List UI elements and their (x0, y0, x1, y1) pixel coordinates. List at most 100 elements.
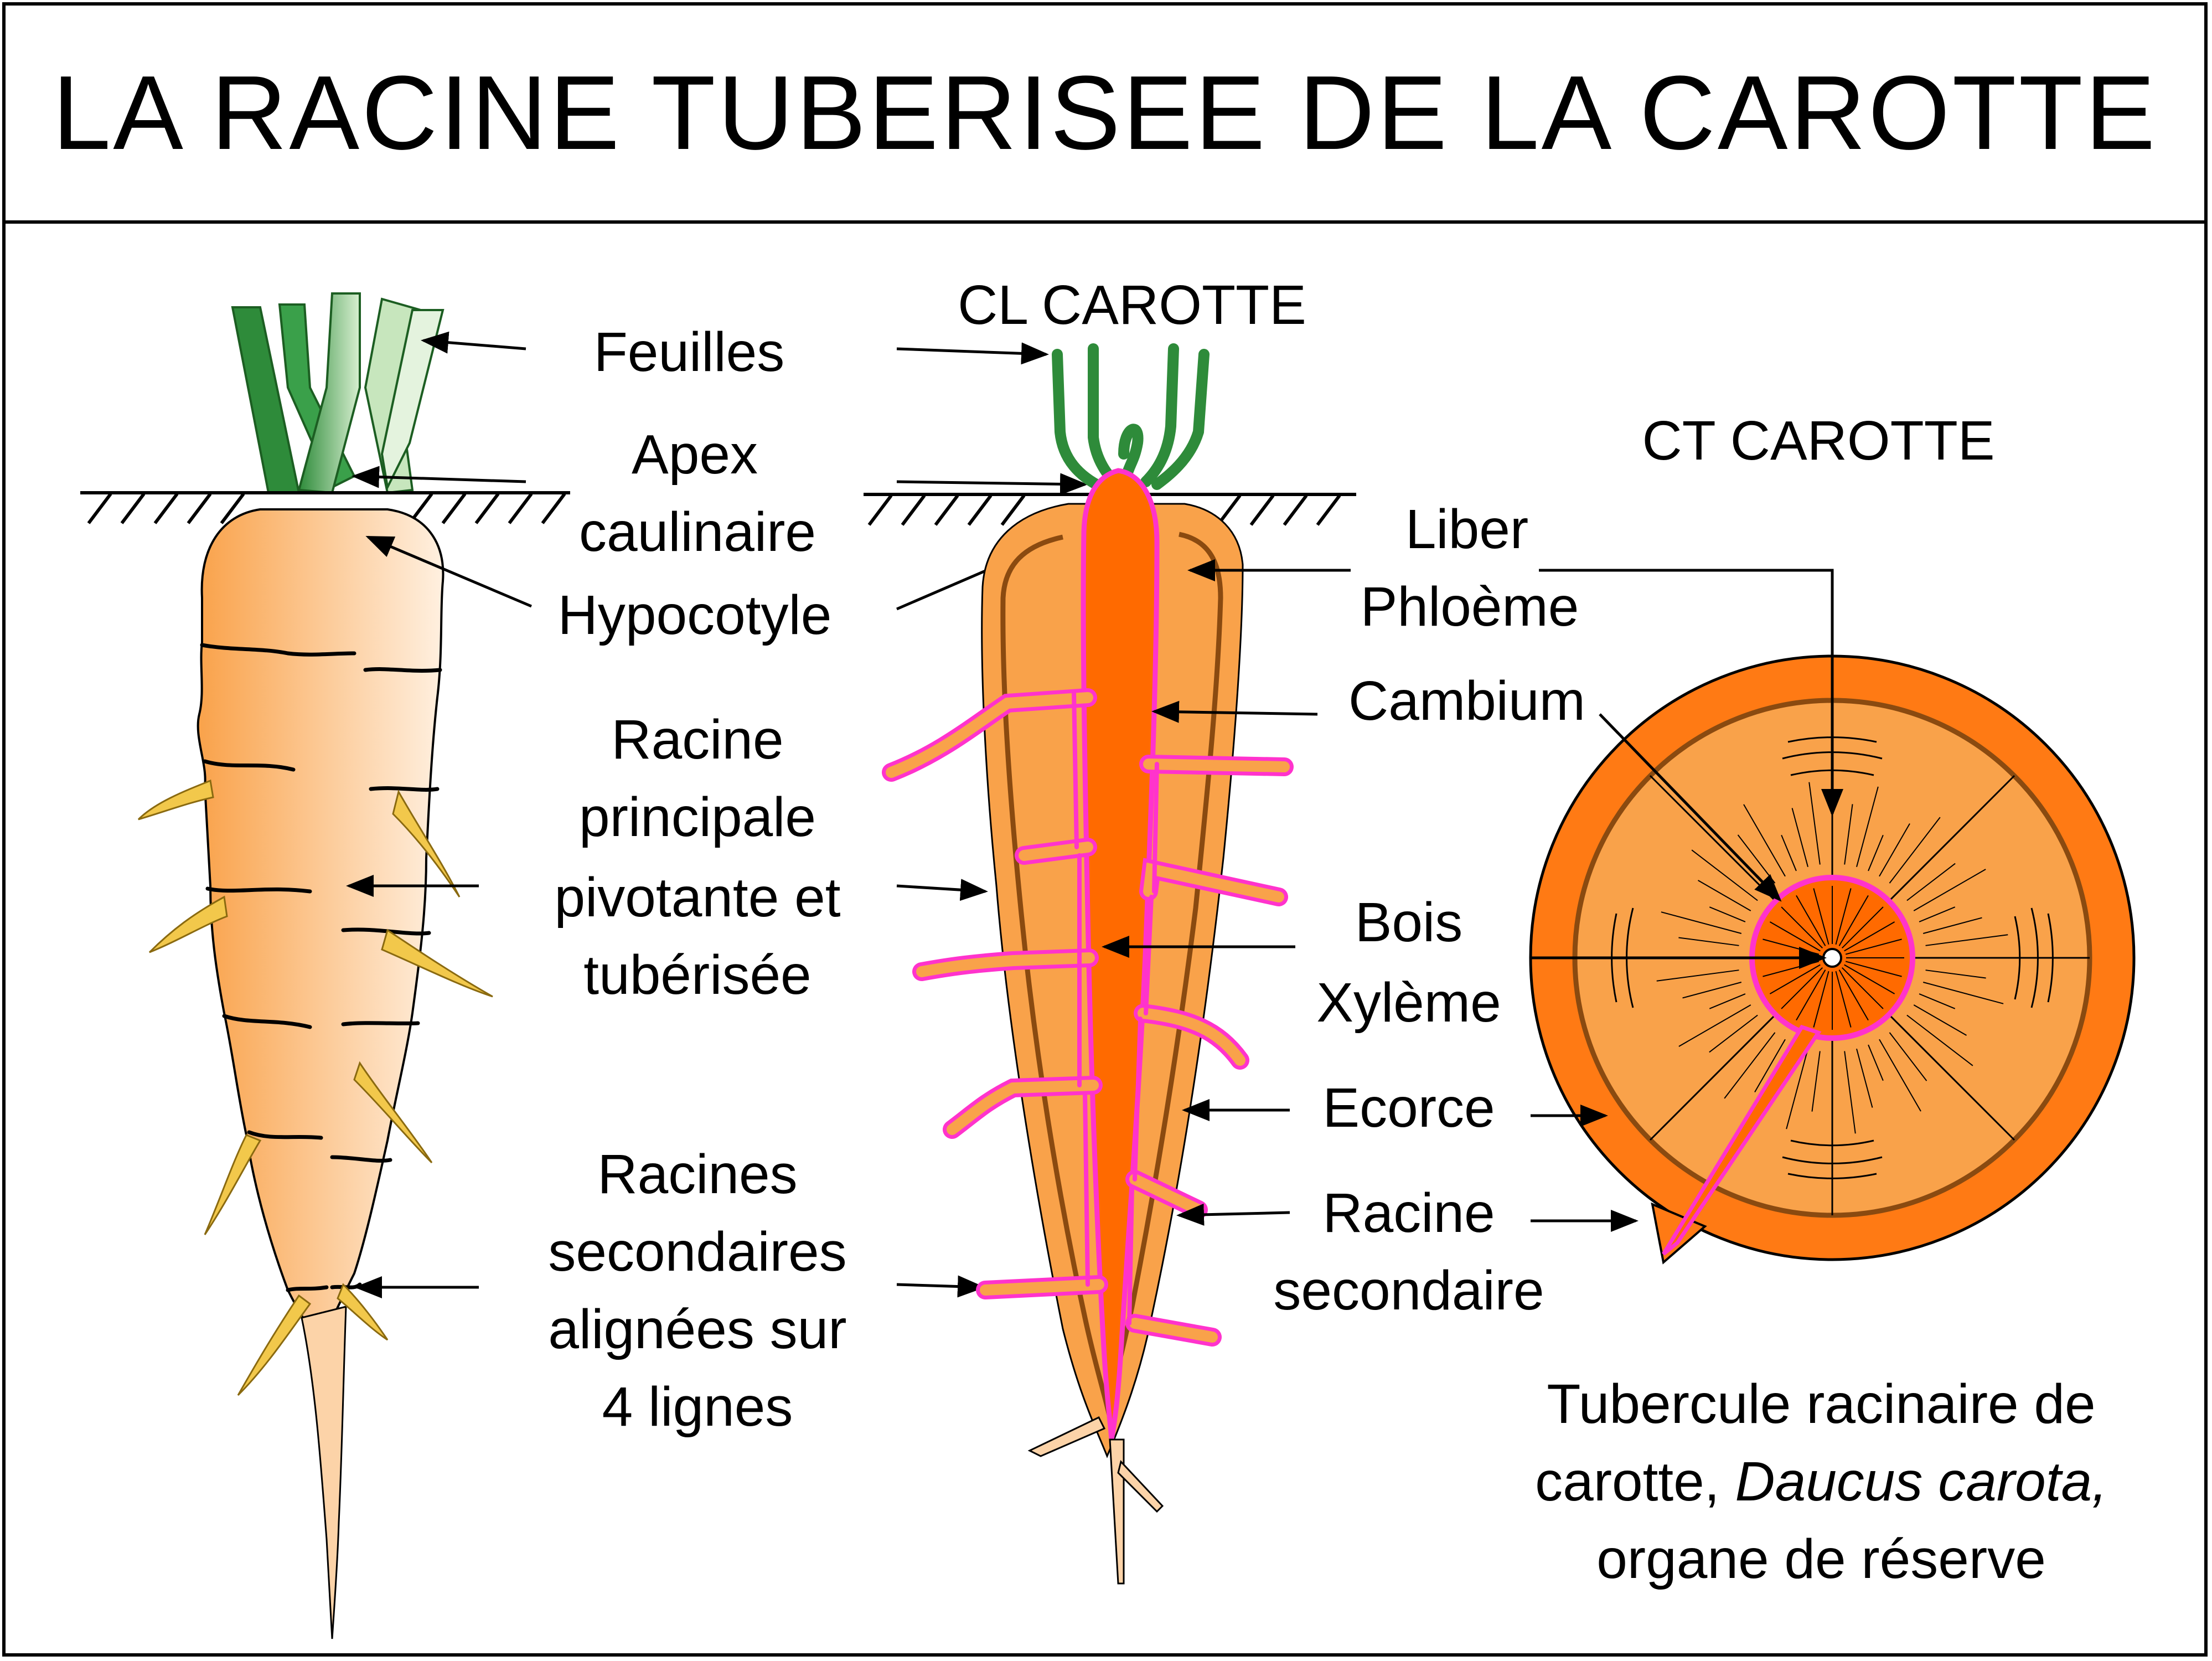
caption: Tubercule racinaire de carotte, Daucus c… (1535, 1373, 2107, 1590)
label-hypocotyle: Hypocotyle (558, 584, 832, 646)
ct-ray (1709, 993, 1746, 1009)
label-racines-secondaires-4: 4 lignes (602, 1376, 793, 1438)
ct-core-ray (1813, 888, 1829, 945)
ct-core-ray (1769, 964, 1821, 994)
ct-ray (1691, 849, 1758, 901)
ct-ray (1811, 1051, 1821, 1112)
ct-ray (1879, 823, 1910, 877)
ct-core-ray (1838, 895, 1869, 946)
external-carrot (80, 292, 570, 1639)
label-racines-secondaires-3: alignées sur (548, 1298, 846, 1360)
ct-ray (1906, 863, 1956, 901)
ct-ray (1889, 1032, 1927, 1081)
label-racine-principale-2: principale (579, 786, 816, 848)
ct-core-ray (1844, 964, 1895, 994)
ground-left (80, 491, 570, 524)
ct-ray (1656, 969, 1739, 982)
ct-ray (1856, 1048, 1873, 1108)
longitudinal-section: CL CAROTTE (864, 274, 1356, 1585)
carrot-creases (200, 643, 442, 1292)
ct-core-ray (1845, 961, 1902, 977)
label-bois: Bois (1355, 891, 1463, 953)
label-racine-secondaire-2: secondaire (1273, 1260, 1544, 1322)
ct-ray (1709, 906, 1746, 922)
ct-ray (1682, 982, 1742, 999)
label-ecorce: Ecorce (1322, 1077, 1495, 1139)
page-title: LA RACINE TUBERISEE DE LA CAROTTE (52, 54, 2158, 172)
ct-core-ray (1835, 888, 1852, 945)
caption-line-2-prefix: carotte, (1535, 1451, 1735, 1513)
label-cambium: Cambium (1348, 670, 1585, 732)
ct-ray (1913, 1004, 1967, 1036)
ct-ray (1868, 834, 1884, 871)
label-racine-principale-1: Racine (611, 709, 783, 771)
header-ct: CT CAROTTE (1642, 410, 1994, 472)
ct-ray (1791, 808, 1808, 868)
ct-ray (1709, 1014, 1758, 1053)
ct-core-ray (1835, 971, 1852, 1028)
label-apex-1: Apex (632, 424, 758, 486)
ct-ray (1698, 880, 1751, 911)
ct-ray (1922, 917, 1982, 934)
right-labels: Liber Phloème Cambium Bois Xylème Ecorce… (1273, 498, 1585, 1322)
ct-ray (1754, 1039, 1786, 1092)
ct-core-ray (1838, 969, 1869, 1021)
carrot-body (197, 508, 445, 1348)
ct-core-ray (1796, 969, 1826, 1021)
ct-ray (1919, 993, 1956, 1009)
ct-arrows (1531, 569, 1843, 1232)
ct-ray (1925, 934, 2008, 946)
label-racines-secondaires-2: secondaires (548, 1221, 846, 1283)
ct-ray (1844, 1051, 1856, 1134)
ct-ray (1786, 1048, 1808, 1129)
label-phloeme: Phloème (1361, 576, 1579, 638)
taproot-tail (301, 1306, 347, 1639)
leaves-drawing (231, 292, 445, 494)
title-bar: LA RACINE TUBERISEE DE LA CAROTTE (6, 6, 2204, 224)
ct-core-ray (1844, 921, 1895, 952)
ct-ray (1724, 1032, 1776, 1099)
secondary-rootlets (137, 779, 493, 1396)
ct-ray (1808, 782, 1821, 865)
caption-line-1: Tubercule racinaire de (1547, 1373, 2095, 1435)
cross-section: CT CAROTTE (1529, 410, 2136, 1265)
ct-ray (1913, 869, 1986, 911)
label-xyleme: Xylème (1316, 972, 1501, 1034)
label-apex-2: caulinaire (579, 501, 816, 563)
label-racines-secondaires-1: Racines (597, 1143, 797, 1205)
ct-ray (1844, 804, 1853, 865)
ct-secondary-root (1662, 1024, 1822, 1256)
ct-ray (1781, 834, 1797, 871)
ct-core-ray (1841, 906, 1884, 949)
ct-ray (1898, 1024, 1927, 1053)
caption-line-2: carotte, Daucus carota, (1535, 1451, 2107, 1513)
ct-core-ray (1841, 967, 1884, 1009)
ct-rays (1656, 782, 2008, 1134)
cl-root-tip (1027, 1416, 1164, 1585)
ct-ray (1661, 911, 1742, 934)
ct-ray (1922, 982, 2004, 1004)
ct-core-ray (1813, 971, 1829, 1028)
ct-ray (1738, 1024, 1766, 1053)
ct-center (1822, 948, 1842, 968)
label-racine-secondaire-1: Racine (1322, 1182, 1495, 1244)
label-liber: Liber (1405, 498, 1528, 560)
ct-ray (1898, 863, 1927, 892)
cl-leaves (1052, 343, 1210, 493)
label-feuilles: Feuilles (594, 321, 785, 383)
ct-core-ray (1845, 938, 1902, 955)
ct-ray (1678, 1004, 1751, 1047)
left-labels: Feuilles Apex caulinaire Hypocotyle Raci… (548, 321, 846, 1438)
label-racine-principale-4: tubérisée (583, 944, 811, 1006)
ct-core-ray (1781, 906, 1823, 949)
caption-species: Daucus carota, (1735, 1451, 2107, 1513)
header-cl: CL CAROTTE (958, 274, 1306, 336)
ct-ray (1743, 804, 1786, 877)
ct-ray (1919, 906, 1956, 922)
left-arrows (346, 331, 1088, 1298)
label-racine-principale-3: pivotante et (554, 866, 840, 928)
ct-core-ray (1796, 895, 1826, 946)
ct-core-ray (1781, 967, 1823, 1009)
ct-ray (1678, 937, 1739, 946)
